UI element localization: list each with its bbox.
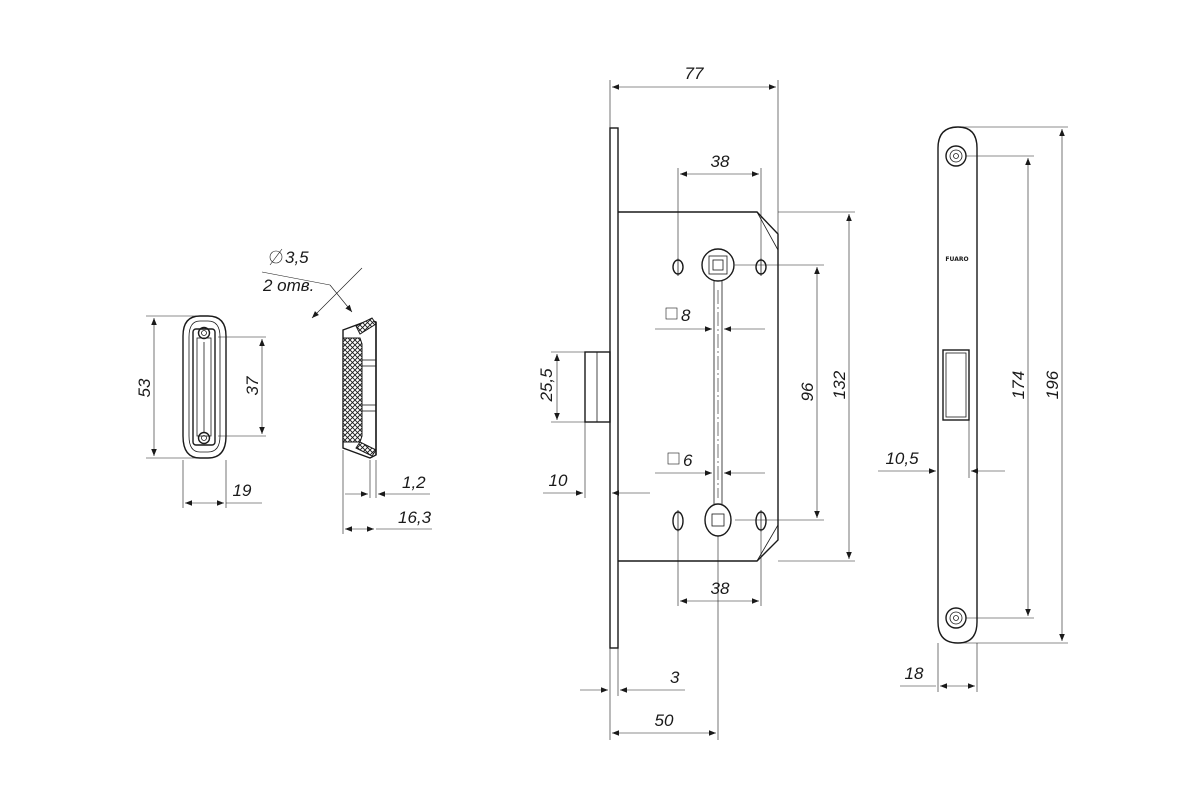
lock-body-view [584, 127, 779, 649]
latch-height-dimension: 25,5 [537, 368, 556, 403]
strike-slot-dimension: 37 [243, 376, 262, 395]
lock-body-dimensions: 77 38 8 6 38 25,5 10 96 [537, 64, 855, 740]
screw-distance-dimension: 174 [1009, 371, 1028, 399]
faceplate-offset-dimension: 10,5 [885, 449, 919, 468]
hole-count-label: 2 отв. [262, 276, 314, 295]
strike-section-dimensions: 3,5 2 отв. 1,2 16,3 [261, 248, 432, 534]
backset-dimension: 50 [655, 711, 674, 730]
bottom-hole-spacing-dimension: 38 [711, 579, 730, 598]
latch-offset-dimension: 10 [549, 471, 568, 490]
center-distance-dimension: 96 [798, 382, 817, 401]
hole-diameter-label: 3,5 [285, 248, 309, 267]
strike-height-dimension: 53 [135, 378, 154, 397]
square-6-dimension: 6 [683, 451, 693, 470]
lock-width-dimension: 77 [685, 64, 704, 83]
square-8-dimension: 8 [681, 306, 691, 325]
brand-logo: FUARO [945, 256, 968, 263]
square-symbol-icon [665, 307, 678, 320]
strike-depth-dimension: 16,3 [398, 508, 432, 527]
faceplate-dimensions: 174 196 10,5 18 [878, 126, 1068, 692]
strike-plate-section-view [342, 317, 377, 459]
faceplate-front-view: FUARO [937, 126, 978, 644]
strike-thickness-dimension: 1,2 [402, 473, 426, 492]
strike-plate-dimensions: 53 37 19 [135, 315, 266, 508]
total-height-dimension: 196 [1043, 370, 1062, 399]
body-height-dimension: 132 [830, 370, 849, 399]
faceplate-width-dimension: 18 [905, 664, 924, 683]
diameter-symbol-icon [269, 248, 283, 266]
strike-plate-front-view [182, 315, 227, 459]
faceplate-thickness-dimension: 3 [670, 668, 680, 687]
strike-width-dimension: 19 [233, 481, 252, 500]
square-symbol-icon [667, 452, 680, 465]
top-hole-spacing-dimension: 38 [711, 152, 730, 171]
